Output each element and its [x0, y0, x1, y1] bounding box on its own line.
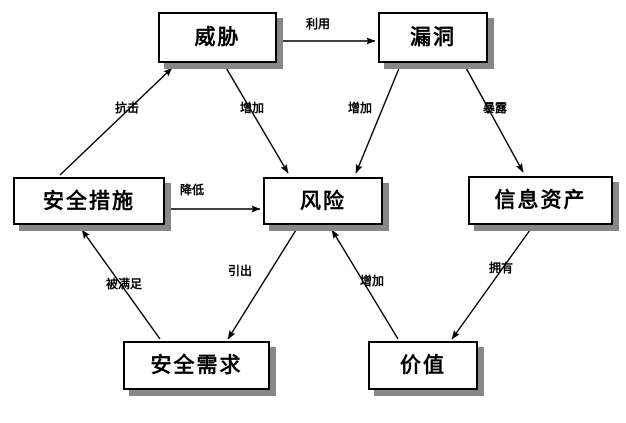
edge-label-satisfied: 被满足: [106, 277, 143, 291]
node-vulnerability[interactable]: 漏洞: [378, 12, 488, 63]
node-label-risk: 风险: [300, 188, 346, 213]
edge-line-satisfied: [81, 229, 161, 340]
edge-label-exploit: 利用: [306, 17, 331, 31]
node-asset[interactable]: 信息资产: [468, 176, 613, 225]
edge-line-increase-threat-risk: [224, 65, 289, 174]
node-label-requirement: 安全需求: [150, 353, 243, 377]
node-label-asset: 信息资产: [494, 188, 587, 212]
node-label-threat: 威胁: [194, 25, 241, 49]
edge-line-resist: [59, 67, 173, 176]
edge-line-derive: [227, 229, 297, 340]
node-value[interactable]: 价值: [368, 341, 478, 390]
edge-label-expose: 暴露: [483, 101, 508, 115]
edge-label-own: 拥有: [489, 261, 514, 275]
edge-line-increase-value-risk: [331, 229, 399, 340]
node-risk[interactable]: 风险: [263, 177, 383, 225]
node-label-vulnerability: 漏洞: [410, 25, 456, 49]
edge-line-own: [451, 229, 531, 340]
edge-label-derive: 引出: [228, 264, 253, 278]
edge-label-reduce: 降低: [180, 183, 205, 197]
node-safeguard[interactable]: 安全措施: [13, 177, 165, 225]
edge-label-increase-threat-risk: 增加: [240, 101, 265, 115]
node-label-safeguard: 安全措施: [43, 188, 135, 213]
edge-line-increase-vuln-risk: [355, 65, 401, 174]
edge-line-expose: [464, 65, 524, 173]
node-requirement[interactable]: 安全需求: [123, 341, 270, 390]
edge-label-resist: 抗击: [115, 101, 140, 115]
node-threat[interactable]: 威胁: [158, 12, 277, 63]
edge-label-increase-vuln-risk: 增加: [348, 101, 373, 115]
edge-label-increase-value-risk: 增加: [360, 274, 385, 288]
node-label-value: 价值: [400, 353, 446, 377]
